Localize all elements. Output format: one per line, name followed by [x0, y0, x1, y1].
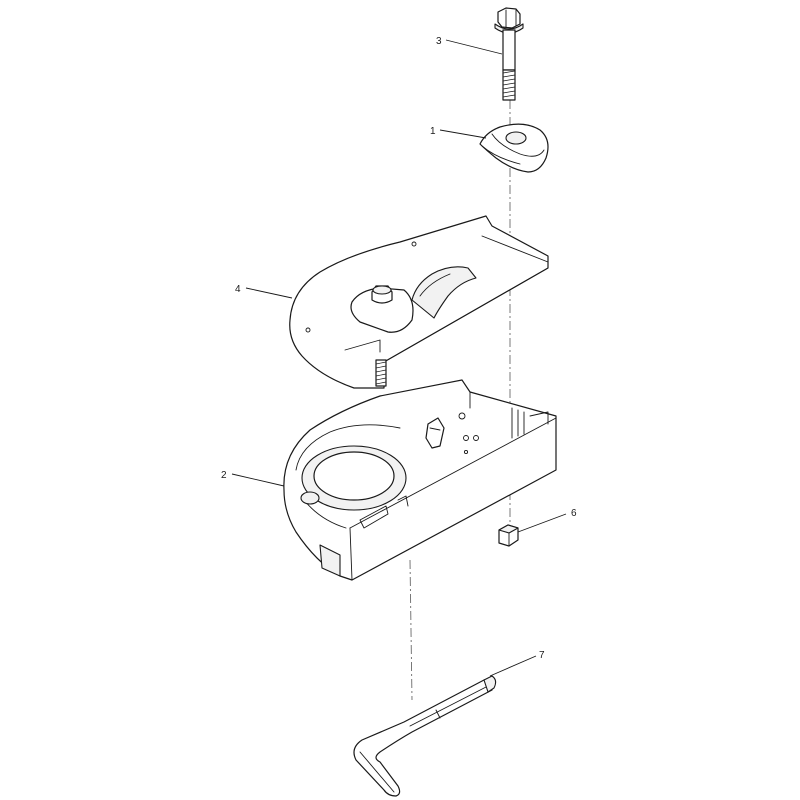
callout-label: 1	[430, 126, 436, 137]
callout-1: 1	[430, 126, 487, 139]
callout-label: 7	[539, 650, 545, 661]
callout-label: 3	[436, 36, 442, 47]
part-4-cover-plate[interactable]	[289, 215, 549, 389]
callout-label: 6	[571, 508, 577, 519]
callout-label: 4	[235, 284, 241, 295]
part-1-cam-washer[interactable]	[479, 123, 549, 173]
part-3-flange-bolt[interactable]	[494, 7, 524, 101]
part-6-hex-nut[interactable]	[498, 524, 519, 547]
callout-label: 2	[221, 470, 227, 481]
callout-4: 4	[235, 284, 293, 299]
part-2-handle-housing[interactable]	[283, 379, 557, 581]
callout-7: 7	[489, 650, 545, 677]
callout-3: 3	[436, 36, 503, 55]
part-7-hex-key[interactable]	[353, 675, 497, 797]
callout-2: 2	[221, 470, 285, 487]
callout-6: 6	[517, 508, 577, 533]
assembly-centerline-lower	[409, 559, 413, 701]
